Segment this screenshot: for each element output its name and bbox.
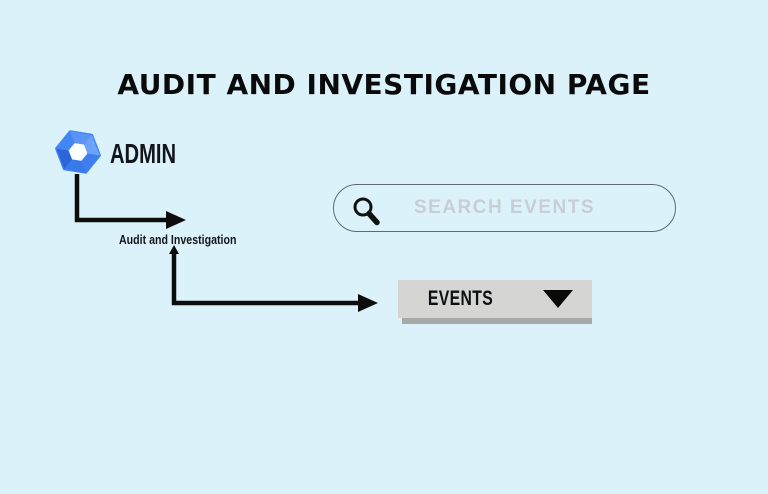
page-title: AUDIT AND INVESTIGATION PAGE <box>117 68 651 101</box>
events-dropdown-button[interactable]: EVENTS <box>398 280 592 318</box>
search-icon <box>353 197 380 226</box>
search-events-bar[interactable] <box>333 184 676 232</box>
arrow-admin-to-audit <box>74 174 166 223</box>
arrow-admin-to-audit-head <box>166 211 186 229</box>
caret-down-icon <box>542 290 573 308</box>
events-button-shadow <box>402 318 592 324</box>
arrow-audit-to-events <box>171 249 358 306</box>
admin-label: ADMIN <box>110 138 177 169</box>
google-admin-logo-icon <box>55 130 101 174</box>
events-dropdown-label: EVENTS <box>428 287 494 310</box>
flow-node-label-audit-and-investigation: Audit and Investigation <box>119 233 237 247</box>
search-events-input[interactable] <box>334 185 675 231</box>
arrow-audit-to-events-head <box>358 294 378 312</box>
